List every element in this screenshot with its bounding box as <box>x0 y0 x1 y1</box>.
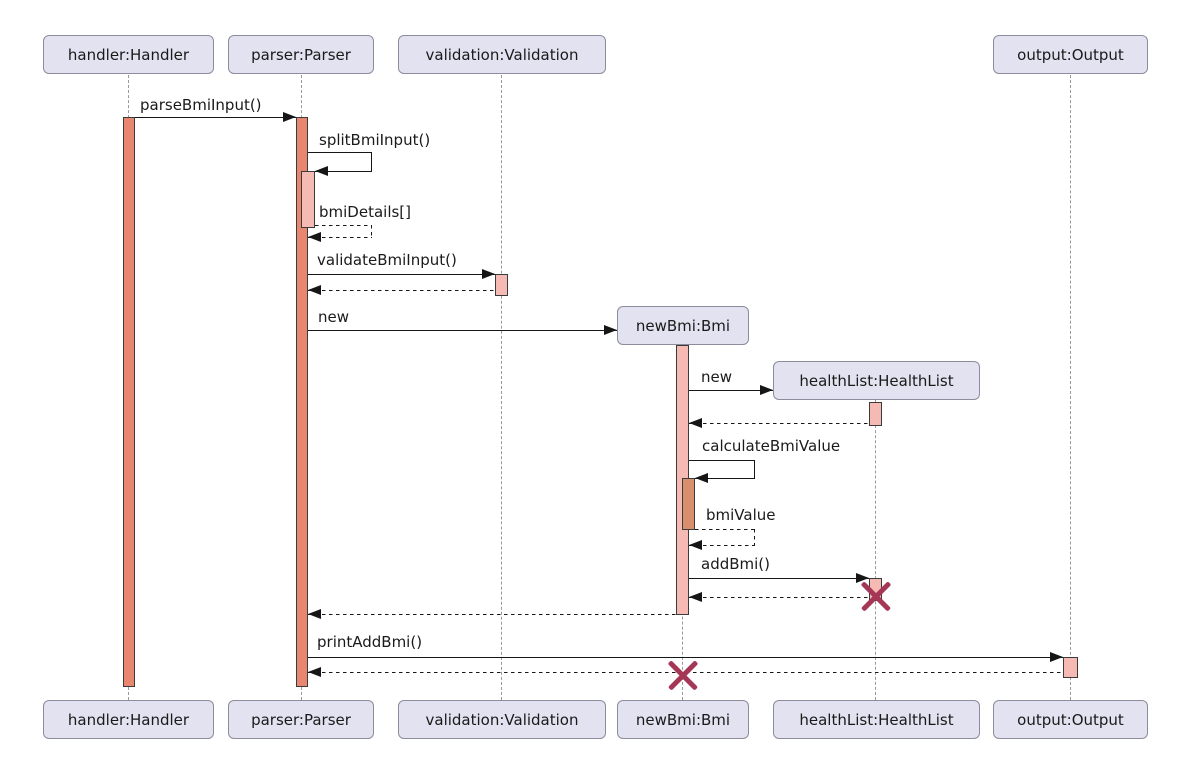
participant-healthlist-bottom: healthList:HealthList <box>773 700 980 739</box>
activation-parser <box>296 117 308 687</box>
participant-label: validation:Validation <box>425 45 579 64</box>
activation-healthlist-1 <box>869 402 882 426</box>
arrow-new-newbmi <box>308 330 617 331</box>
lifeline-output <box>1070 75 1071 700</box>
arrowhead-return-healthlist <box>689 418 702 428</box>
arrowhead-bmivalue <box>689 540 702 550</box>
participant-healthlist-created: healthList:HealthList <box>773 361 980 400</box>
arrowhead-new-healthlist <box>760 385 773 395</box>
participant-label: newBmi:Bmi <box>635 316 731 335</box>
selfreturn-bmidetails-bottom <box>308 237 372 239</box>
arrow-new-healthlist <box>689 390 773 391</box>
selfcall-splitbmiinput-top <box>308 152 372 153</box>
participant-label: healthList:HealthList <box>799 710 954 729</box>
participant-label: output:Output <box>1017 45 1124 64</box>
destroy-x-healthlist <box>862 582 890 610</box>
lifeline-validation <box>501 75 502 700</box>
participant-label: handler:Handler <box>67 710 190 729</box>
message-label-new-healthlist: new <box>701 368 733 386</box>
participant-output-bottom: output:Output <box>993 700 1148 739</box>
participant-parser-top: parser:Parser <box>228 35 374 74</box>
arrowhead-return-output <box>308 667 321 677</box>
selfreturn-bmivalue-side <box>754 529 756 546</box>
destroy-x-newbmi <box>669 661 697 689</box>
arrowhead-return-validation <box>308 285 321 295</box>
selfreturn-bmivalue-bottom <box>689 545 755 547</box>
message-label-validatebmiinput: validateBmiInput() <box>317 251 457 269</box>
participant-label: validation:Validation <box>425 710 579 729</box>
selfcall-splitbmiinput-side <box>371 152 372 171</box>
participant-label: handler:Handler <box>67 45 190 64</box>
activation-output <box>1063 657 1078 678</box>
message-label-bmivalue: bmiValue <box>706 506 776 524</box>
arrowhead-printaddbmi <box>1050 652 1063 662</box>
arrowhead-parsebmiinput <box>283 112 296 122</box>
arrowhead-bmidetails <box>308 232 321 242</box>
message-label-new-newbmi: new <box>318 308 350 326</box>
message-label-calculatebmivalue: calculateBmiValue <box>702 437 841 455</box>
selfcall-calculatebmivalue-side <box>754 460 755 478</box>
arrowhead-new-newbmi <box>604 325 617 335</box>
arrow-validatebmiinput <box>308 274 495 275</box>
participant-handler-top: handler:Handler <box>43 35 214 74</box>
arrowhead-addbmi <box>856 573 869 583</box>
message-label-splitbmiinput: splitBmiInput() <box>319 131 431 149</box>
arrowhead-return-addbmi <box>689 592 702 602</box>
arrowhead-return-newbmi-parser <box>308 609 321 619</box>
participant-parser-bottom: parser:Parser <box>228 700 374 739</box>
lifeline-healthlist <box>875 400 876 700</box>
message-label-printaddbmi: printAddBmi() <box>317 633 423 651</box>
participant-validation-top: validation:Validation <box>398 35 606 74</box>
message-label-addbmi: addBmi() <box>701 555 771 573</box>
message-label-bmidetails: bmiDetails[] <box>319 203 412 221</box>
arrow-printaddbmi <box>308 657 1063 658</box>
arrowhead-calculatebmivalue <box>695 473 708 483</box>
participant-label: healthList:HealthList <box>799 371 954 390</box>
participant-validation-bottom: validation:Validation <box>398 700 606 739</box>
selfcall-calculatebmivalue-top <box>689 460 755 461</box>
participant-label: parser:Parser <box>251 710 351 729</box>
arrowhead-validatebmiinput <box>482 269 495 279</box>
participant-label: newBmi:Bmi <box>635 710 731 729</box>
activation-newbmi-nested <box>682 478 695 530</box>
arrow-parsebmiinput <box>135 117 296 118</box>
return-newbmi-parser <box>308 614 676 616</box>
arrow-addbmi <box>689 578 869 579</box>
return-addbmi <box>689 597 869 599</box>
activation-validation <box>495 274 508 296</box>
participant-newbmi-bottom: newBmi:Bmi <box>617 700 749 739</box>
selfcall-calculatebmivalue-bottom <box>695 478 755 479</box>
return-healthlist-newbmi <box>689 423 869 425</box>
return-validation-parser <box>308 290 495 292</box>
message-label-parsebmiinput: parseBmiInput() <box>140 96 262 114</box>
participant-newbmi-created: newBmi:Bmi <box>617 306 749 345</box>
participant-label: output:Output <box>1017 710 1124 729</box>
participant-handler-bottom: handler:Handler <box>43 700 214 739</box>
selfreturn-bmidetails-side <box>371 225 373 238</box>
participant-label: parser:Parser <box>251 45 351 64</box>
selfcall-splitbmiinput-bottom <box>315 171 372 172</box>
selfreturn-bmivalue-top <box>695 529 755 531</box>
participant-output-top: output:Output <box>993 35 1148 74</box>
activation-parser-nested <box>301 171 315 228</box>
selfreturn-bmidetails-top <box>315 225 372 227</box>
arrowhead-splitbmiinput <box>315 166 328 176</box>
activation-handler <box>123 117 135 687</box>
